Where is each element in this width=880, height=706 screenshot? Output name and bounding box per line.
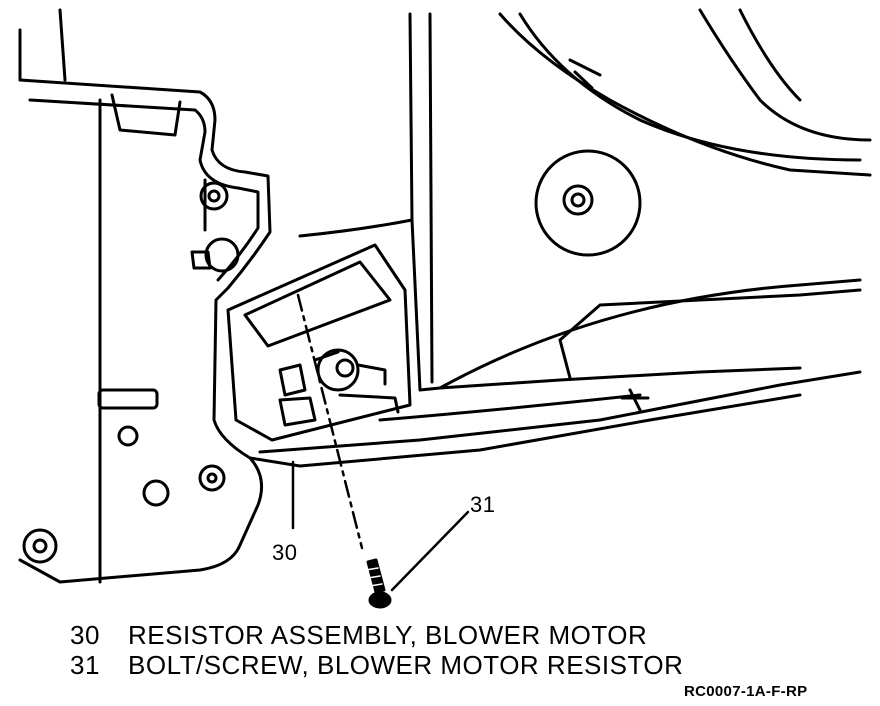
legend-text: BOLT/SCREW, BLOWER MOTOR RESISTOR [128,650,684,680]
bolt-screw [365,558,392,609]
callout-30: 30 [272,540,298,565]
callout-31: 31 [470,492,496,517]
legend-row: 30 RESISTOR ASSEMBLY, BLOWER MOTOR [70,620,647,651]
legend-number: 31 [70,650,100,680]
motor-hub [534,149,642,257]
blower-housing [298,8,872,392]
legend-number: 30 [70,620,100,650]
leader-lines [291,293,470,592]
leader-31 [390,510,470,592]
legend-row: 31 BOLT/SCREW, BLOWER MOTOR RESISTOR [70,650,683,681]
legend-text: RESISTOR ASSEMBLY, BLOWER MOTOR [128,620,648,650]
mounting-bracket [18,8,272,584]
figure-code: RC0007-1A-F-RP [684,683,808,700]
duct-shelf [248,288,862,468]
resistor-assembly [226,243,412,442]
bracket-fasteners [22,181,240,564]
bolt-axis [296,293,364,550]
